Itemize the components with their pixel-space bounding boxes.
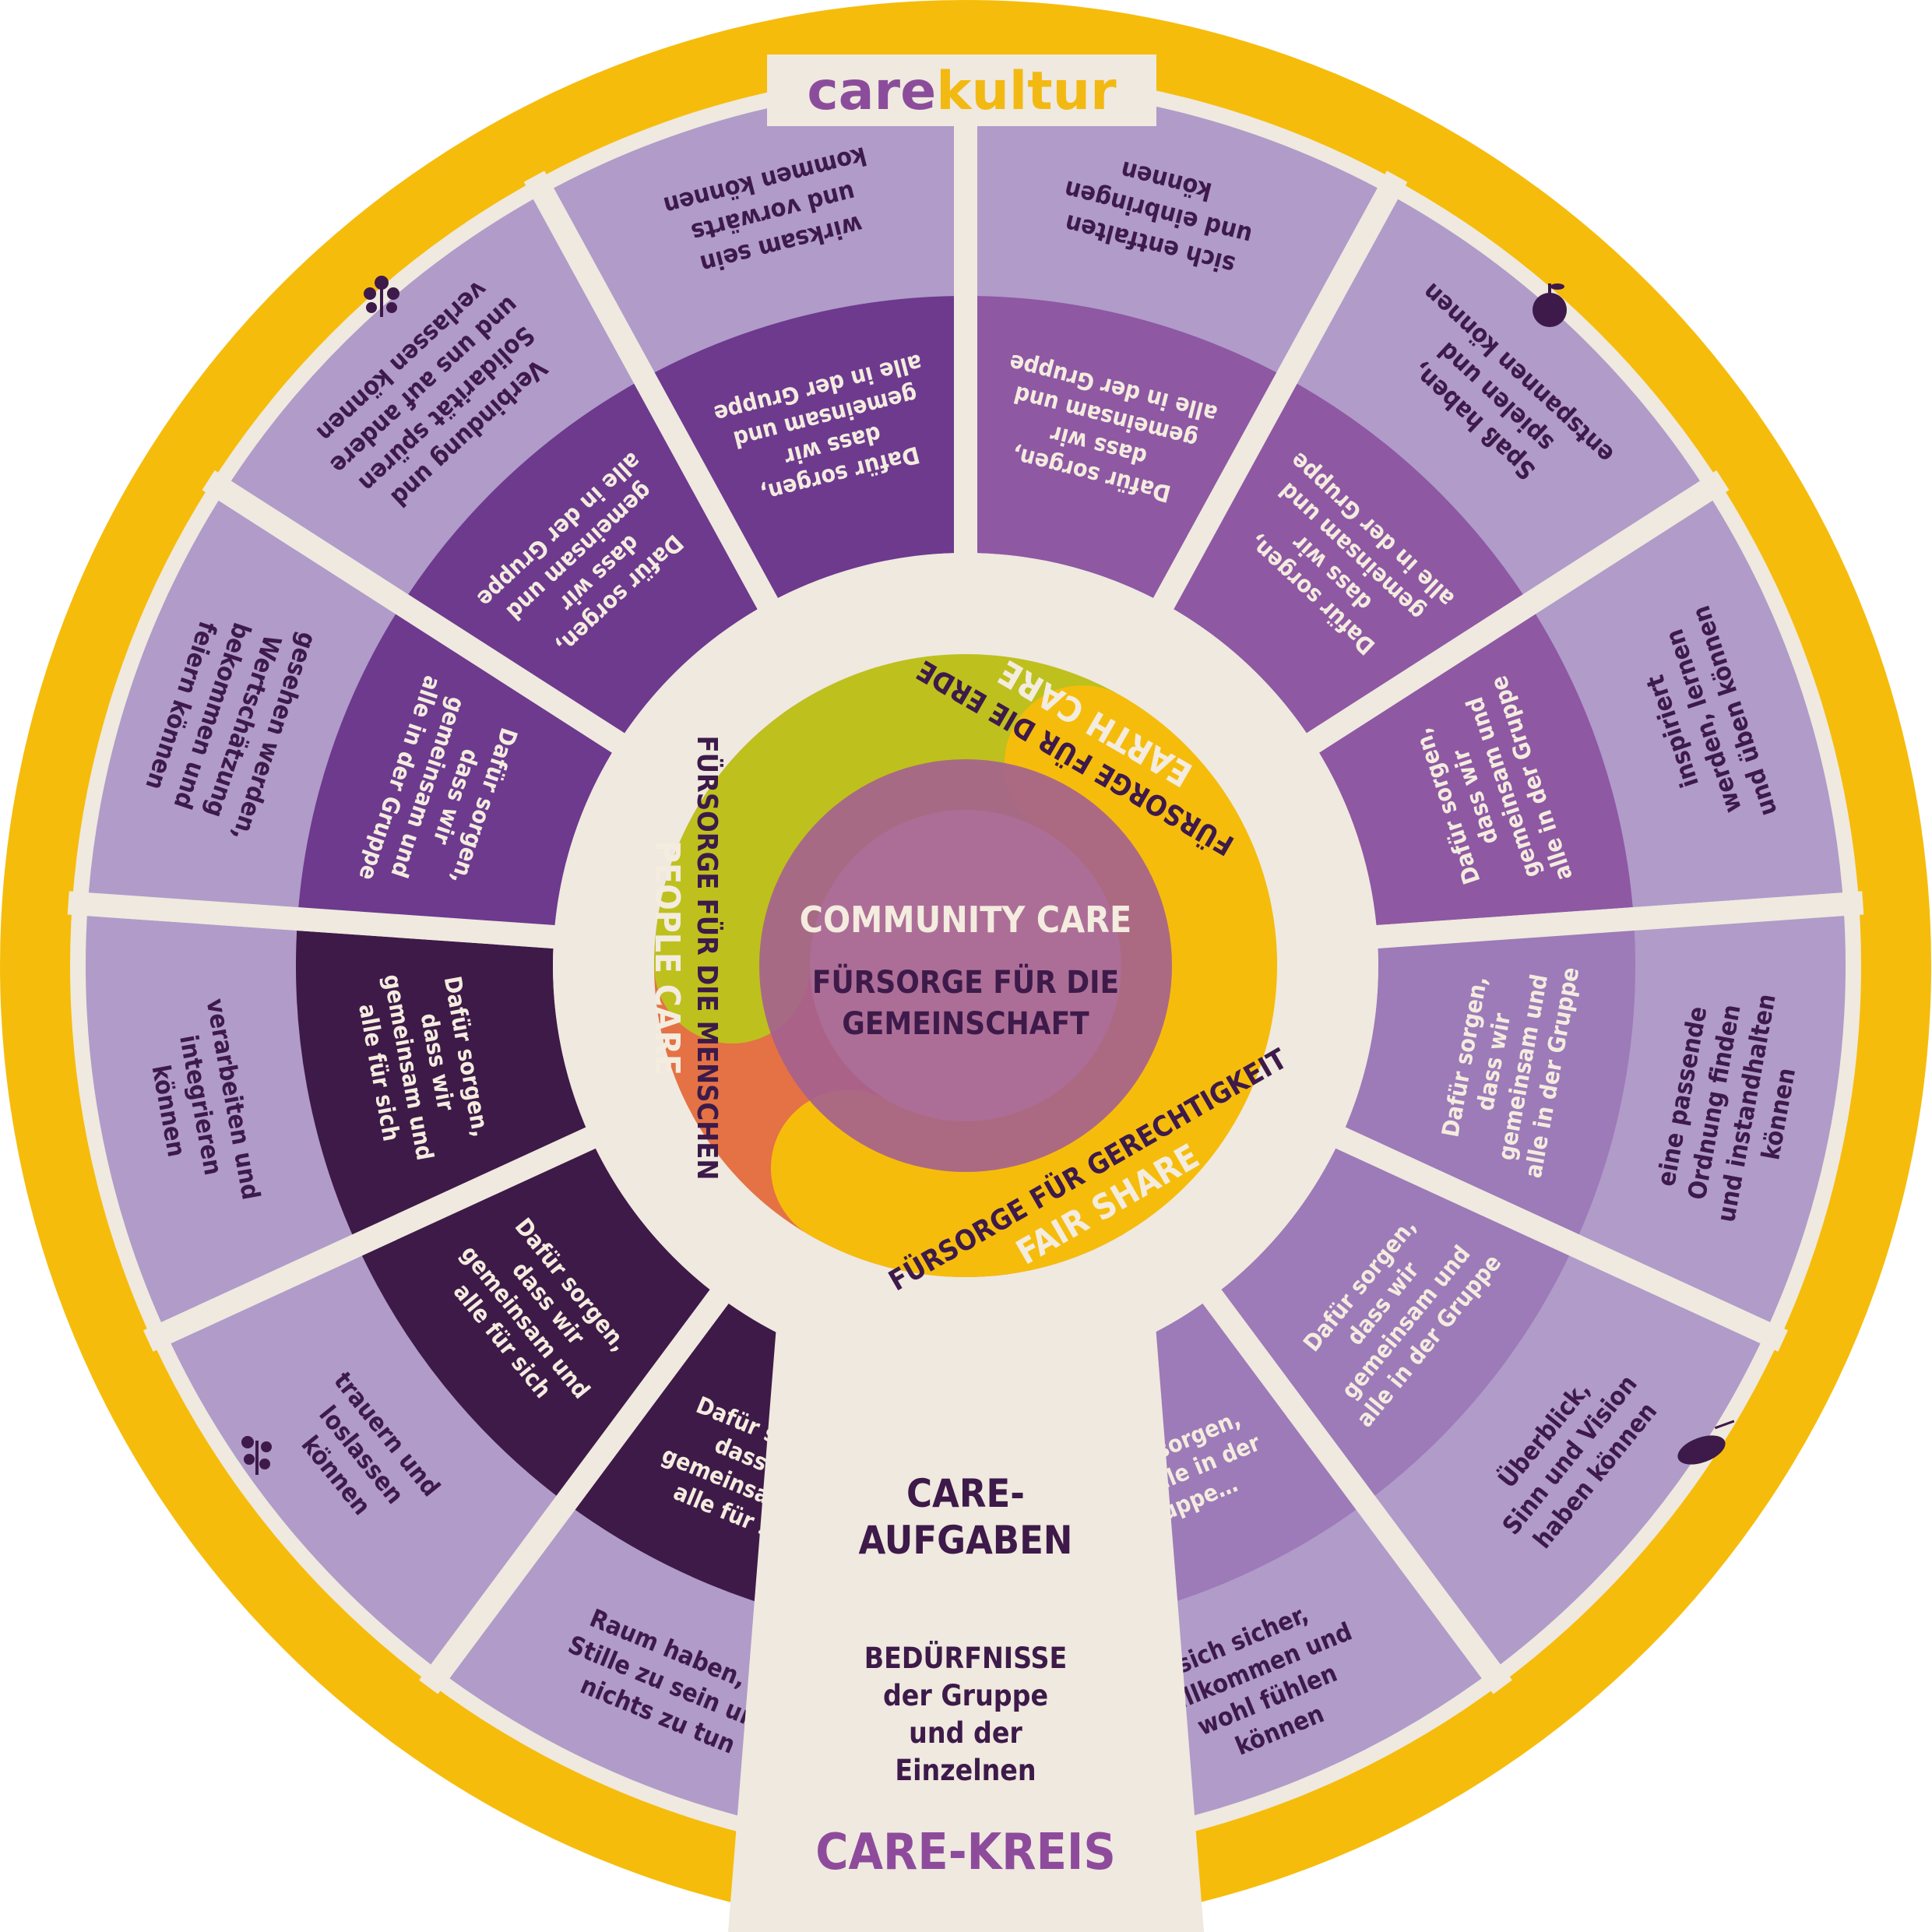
sector-divider — [202, 470, 628, 755]
care-petals — [654, 654, 1277, 1277]
sector-divider — [1372, 891, 1864, 949]
care-kreis-title: CARE-KREIS — [815, 1824, 1116, 1881]
sector-divider — [1200, 1286, 1512, 1694]
logo-text: carekultur — [807, 61, 1117, 122]
sector-divider — [1303, 470, 1730, 755]
carekultur-logo: carekultur — [767, 55, 1156, 126]
sector-divider — [67, 891, 559, 949]
sector-divider — [419, 1286, 731, 1694]
logo-background — [767, 55, 1156, 126]
sector-task-panel — [644, 296, 966, 604]
community-care-center — [759, 759, 1172, 1172]
leaf-icon — [1677, 1420, 1735, 1465]
sector-divider — [1151, 171, 1408, 613]
beduerfnisse-label-1: BEDÜRFNISSE — [864, 1641, 1067, 1675]
logo-care: care — [807, 61, 936, 122]
beduerfnisse-label-2: der Gruppe — [883, 1679, 1048, 1712]
people-care-label-de: FÜRSORGE FÜR DIE MENSCHEN — [691, 735, 723, 1180]
community-care-subtitle-2: GEMEINSCHAFT — [842, 1006, 1089, 1042]
sector-task-panel — [1313, 604, 1634, 938]
beduerfnisse-label-3: und der — [909, 1716, 1022, 1750]
care-aufgaben-label-2: AUFGABEN — [859, 1518, 1073, 1563]
beduerfnisse-label-4: Einzelnen — [895, 1754, 1036, 1787]
sector-divider — [523, 171, 780, 613]
logo-kultur: kultur — [936, 61, 1117, 122]
sector-divider — [1332, 1125, 1788, 1352]
sector-task-panel — [966, 296, 1287, 604]
community-care-subtitle-1: FÜRSORGE FÜR DIE — [812, 963, 1119, 1001]
apple-icon — [1533, 283, 1567, 327]
bottom-gap-panel — [728, 1297, 1204, 1932]
herb-icon — [364, 276, 399, 317]
sector-divider — [143, 1125, 600, 1352]
people-care-label-group: FÜRSORGE FÜR DIE MENSCHEN PEOPLE CARE — [647, 735, 723, 1180]
sprout-icon — [241, 1436, 272, 1475]
community-care-title: COMMUNITY CARE — [800, 899, 1132, 941]
sector-task-panel — [297, 604, 618, 938]
people-care-label-en: PEOPLE CARE — [647, 840, 687, 1075]
care-aufgaben-label-1: CARE- — [906, 1471, 1025, 1516]
